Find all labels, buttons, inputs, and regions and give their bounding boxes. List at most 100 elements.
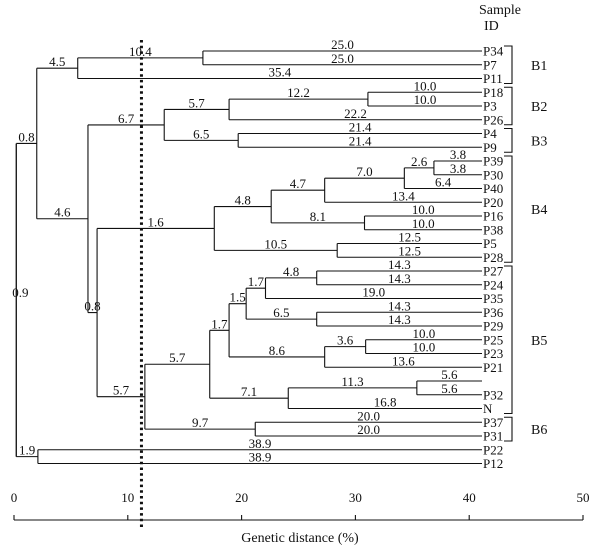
branch-length-label: 6.5 [193,126,209,141]
branch-length-label: 3.8 [450,161,466,176]
group-bracket [504,155,513,263]
branch-length-label: 6.5 [273,305,289,320]
leaf-label: P27 [483,264,504,279]
leaf-label: P20 [483,195,503,210]
branch-length-label: 4.5 [49,54,65,69]
leaf-label: N [483,401,493,416]
leaf-label: P3 [483,99,497,114]
branch-length-label: 4.8 [283,264,299,279]
group-label: B1 [531,59,547,74]
branch-length-label: 13.4 [392,188,415,203]
branch-length-label: 6.7 [118,111,135,126]
branch-length-label: 1.6 [148,214,165,229]
branch-length-label: 1.7 [211,316,228,331]
branch-length-label: 12.5 [398,230,421,245]
branch-length-label: 1.9 [19,443,35,458]
branch-length-label: 1.7 [248,274,265,289]
branch-length-label: 10.4 [129,44,152,59]
branch-length-label: 20.0 [357,422,380,437]
branch-length-label: 5.6 [441,367,458,382]
group-label: B6 [531,423,547,438]
branch-length-label: 5.6 [441,381,458,396]
branch-length-label: 20.0 [357,408,380,423]
x-tick-label: 40 [463,490,476,505]
group-bracket [504,86,513,126]
branch-length-label: 5.7 [113,383,130,398]
branch-length-label: 8.1 [310,209,326,224]
leaf-labels: P34P7P11P18P3P26P4P9P39P30P40P20P16P38P5… [483,44,504,472]
branch-length-label: 13.6 [392,353,415,368]
group-label: B3 [531,134,547,149]
leaf-label: P5 [483,236,497,251]
branch-length-label: 38.9 [249,450,272,465]
leaf-label: P37 [483,415,504,430]
leaf-label: P29 [483,319,503,334]
branch-length-label: 38.9 [249,436,272,451]
leaf-label: P7 [483,57,497,72]
leaf-label: P12 [483,456,503,471]
branch-length-label: 0.8 [18,129,34,144]
leaf-label: P30 [483,167,503,182]
branch-length-label: 9.7 [192,415,209,430]
x-tick-label: 50 [577,490,590,505]
group-label: B5 [531,334,547,349]
branch-length-label: 14.3 [388,312,411,327]
leaf-label: P32 [483,387,503,402]
branch-length-label: 12.2 [287,85,310,100]
branch-length-label: 6.4 [435,175,452,190]
branch-length-label: 35.4 [268,65,291,80]
leaf-label: P23 [483,346,503,361]
sample-id-header-line1: Sample [479,3,521,18]
leaf-label: P35 [483,291,503,306]
x-axis-title: Genetic distance (%) [241,531,359,546]
leaf-label: P38 [483,222,503,237]
leaf-label: P21 [483,360,503,375]
branch-length-label: 2.6 [411,154,428,169]
leaf-label: P28 [483,250,503,265]
branch-length-label: 14.3 [388,257,411,272]
branch-length-label: 19.0 [362,285,385,300]
branch-length-label: 21.4 [349,133,372,148]
leaf-label: P16 [483,209,504,224]
branch-length-label: 25.0 [331,51,354,66]
branch-length-label: 11.3 [341,374,363,389]
leaf-label: P34 [483,44,504,59]
group-bracket [504,127,513,153]
x-tick-label: 10 [121,490,134,505]
group-bracket [504,416,513,442]
branch-length-label: 10.0 [412,326,435,341]
leaf-label: P4 [483,126,497,141]
branch-length-label: 3.6 [337,333,354,348]
branch-length-label: 3.8 [450,147,466,162]
branch-length-label: 14.3 [388,271,411,286]
leaf-label: P24 [483,277,504,292]
group-bracket [504,45,513,85]
branch-length-label: 5.7 [189,95,206,110]
branch-length-label: 7.0 [356,164,372,179]
branch-length-label: 4.7 [290,176,307,191]
branch-length-label: 4.6 [54,205,71,220]
branch-length-label: 0.8 [84,299,100,314]
sample-id-header-line2: ID [484,19,499,34]
group-label: B2 [531,100,547,115]
leaf-label: P18 [483,85,503,100]
group-bracket [504,265,513,415]
leaf-label: P11 [483,71,503,86]
branch-length-label: 10.0 [414,78,437,93]
branch-length-label: 25.0 [331,37,354,52]
branch-length-label: 1.5 [229,290,245,305]
x-tick-label: 30 [349,490,362,505]
branch-length-label: 7.1 [241,384,257,399]
branch-length-label: 14.3 [388,298,411,313]
branch-length-label: 22.2 [344,106,367,121]
root-label: 0.9 [12,285,28,300]
group-label: B4 [531,203,547,218]
leaf-label: P22 [483,442,503,457]
branch-length-label: 10.0 [414,92,437,107]
branch-length-label: 4.8 [235,193,251,208]
branch-length-label: 10.5 [264,236,287,251]
